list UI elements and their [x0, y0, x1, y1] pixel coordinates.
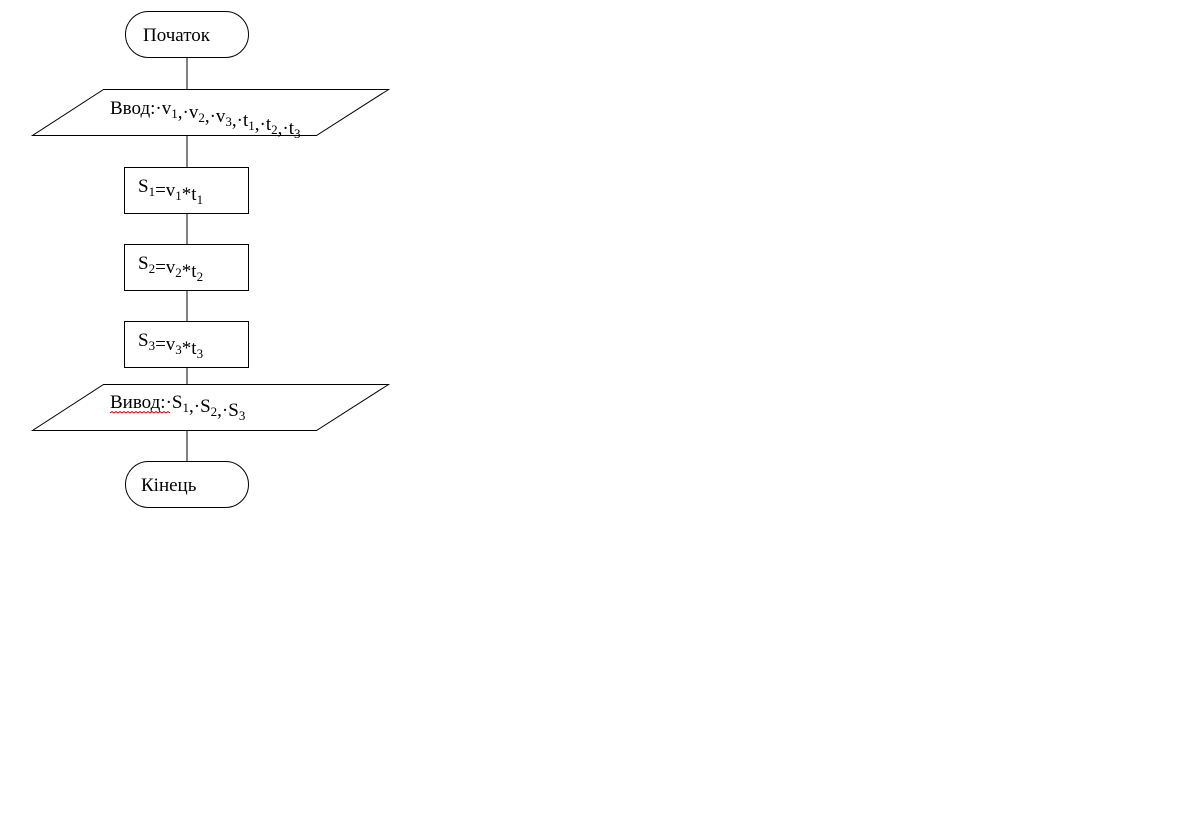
- text-run: =v: [155, 334, 176, 355]
- input-variables: ·v1,·v2,·v3,·t1,·t2,·t3: [155, 98, 300, 141]
- end-label: Кінець: [141, 475, 197, 496]
- process-step-2-shape: [124, 244, 249, 291]
- text-run: ,: [278, 118, 283, 139]
- process-step-3-shape: [124, 321, 249, 368]
- output-variables: ·S1,·S2,·S3: [166, 392, 246, 423]
- text-run: ·t: [260, 114, 272, 135]
- text-run: ,: [205, 106, 210, 127]
- text-run: ,: [189, 396, 194, 417]
- subscript: 2: [175, 265, 182, 280]
- start-shape: [125, 11, 249, 58]
- text-run: ·v: [183, 102, 199, 123]
- text-run: ·v: [155, 98, 171, 119]
- process-step-3-text: S3=v3*t3: [138, 330, 203, 361]
- subscript: 2: [197, 269, 204, 284]
- process-step-2: S2=v2*t2: [124, 244, 249, 291]
- input-shape: [30, 89, 391, 136]
- output-label: Вивод:: [110, 392, 166, 413]
- text-run: ·t: [282, 118, 294, 139]
- subscript: 2: [211, 404, 218, 419]
- text-run: ·t: [237, 110, 249, 131]
- subscript: 1: [175, 188, 182, 203]
- text-run: S: [138, 330, 149, 351]
- text-run: ,: [217, 400, 222, 421]
- text-run: =v: [155, 257, 176, 278]
- text-run: =v: [155, 180, 176, 201]
- text-run: ·S: [166, 392, 183, 413]
- end-terminator: Кінець: [125, 461, 249, 508]
- subscript: 3: [225, 114, 232, 129]
- text-run: ,: [178, 102, 183, 123]
- text-run: *t: [182, 261, 198, 282]
- text-run: S: [138, 176, 149, 197]
- input-label: Ввод:: [110, 98, 155, 119]
- text-run: ·v: [210, 106, 226, 127]
- end-shape: [125, 461, 249, 508]
- subscript: 2: [149, 261, 156, 276]
- input-text: Ввод:·v1,·v2,·v3,·t1,·t2,·t3: [110, 98, 300, 141]
- subscript: 1: [248, 118, 255, 133]
- text-run: ·S: [194, 396, 211, 417]
- subscript: 3: [239, 408, 246, 423]
- subscript: 1: [171, 106, 178, 121]
- subscript: 2: [198, 110, 205, 125]
- subscript: 1: [183, 400, 190, 415]
- process-step-1-shape: [124, 167, 249, 214]
- start-label: Початок: [143, 25, 211, 46]
- text-run: S: [138, 253, 149, 274]
- text-run: *t: [182, 184, 198, 205]
- start-terminator: Початок: [125, 11, 249, 58]
- text-run: ,: [232, 110, 237, 131]
- subscript: 1: [149, 184, 156, 199]
- input-block: Ввод:·v1,·v2,·v3,·t1,·t2,·t3: [30, 89, 391, 141]
- text-run: ,: [255, 114, 260, 135]
- text-run: ·S: [222, 400, 239, 421]
- process-step-1: S1=v1*t1: [124, 167, 249, 214]
- subscript: 3: [197, 346, 204, 361]
- output-shape: [30, 384, 391, 431]
- subscript: 1: [197, 192, 204, 207]
- text-run: *t: [182, 338, 198, 359]
- output-text: Вивод:·S1,·S2,·S3: [110, 392, 245, 423]
- spellcheck-underline: [109, 410, 171, 414]
- process-step-3: S3=v3*t3: [124, 321, 249, 368]
- subscript: 3: [175, 342, 182, 357]
- subscript: 3: [294, 126, 301, 141]
- subscript: 3: [149, 338, 156, 353]
- process-step-2-text: S2=v2*t2: [138, 253, 203, 284]
- output-block: Вивод:·S1,·S2,·S3: [30, 384, 391, 431]
- process-step-1-text: S1=v1*t1: [138, 176, 203, 207]
- subscript: 2: [271, 122, 278, 137]
